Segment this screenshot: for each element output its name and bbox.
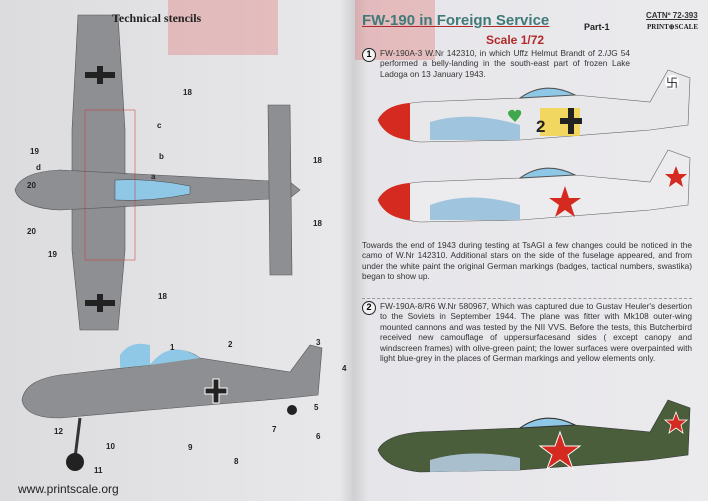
stencil-label: 6 [316, 432, 321, 441]
stencil-label: 18 [158, 292, 167, 301]
scheme-number-badge: 2 [362, 301, 376, 315]
profile-scheme-1: 2 卐 [377, 69, 691, 143]
profile-scheme-2 [377, 399, 691, 473]
scheme-2-description: FW-190A-8/R6 W.Nr 580967, Which was capt… [380, 301, 692, 364]
stencil-label: 2 [228, 340, 233, 349]
scale-label: Scale 1/72 [486, 33, 545, 47]
scheme-1-description: FW-190A-3 W.Nr 142310, in which Uffz Hel… [380, 48, 630, 79]
stencil-label: d [36, 163, 41, 172]
stencil-label: 4 [342, 364, 347, 373]
side-view-aircraft [21, 343, 323, 471]
stencil-label: a [151, 172, 156, 181]
stencil-label: 20 [27, 181, 36, 190]
stencil-label: 19 [30, 147, 39, 156]
balkenkreuz-top [85, 66, 115, 84]
part-label: Part-1 [584, 22, 610, 32]
stencil-label: c [157, 121, 162, 130]
profile-scheme-1-tsagi [377, 149, 691, 223]
divider [362, 298, 692, 299]
stencil-label: 3 [316, 338, 321, 347]
stencil-label: 1 [170, 343, 175, 352]
tsagi-note: Towards the end of 1943 during testing a… [362, 240, 692, 282]
stencil-label: 19 [48, 250, 57, 259]
stencil-label: 5 [314, 403, 319, 412]
stencil-label: b [159, 152, 164, 161]
stencils-title: Technical stencils [112, 11, 202, 25]
brand-logo: PRINT⊕SCALE [647, 23, 698, 31]
svg-text:卐: 卐 [666, 76, 678, 90]
stencil-label: 11 [94, 466, 103, 475]
top-view-aircraft [14, 14, 301, 331]
catalog-number: CATNº 72-393 [646, 11, 698, 20]
tactical-number: 2 [536, 117, 545, 136]
stencil-label: 9 [188, 443, 193, 452]
stencil-label: 12 [54, 427, 63, 436]
flag-watermark [168, 0, 435, 60]
stencil-label: 10 [106, 442, 115, 451]
stencil-label: 20 [27, 227, 36, 236]
stencil-label: 18 [313, 219, 322, 228]
stencil-label: 8 [234, 457, 239, 466]
stencil-label: 7 [272, 425, 277, 434]
sheet-title: FW-190 in Foreign Service [362, 12, 550, 29]
website-url[interactable]: www.printscale.org [18, 482, 119, 496]
stencil-label: 18 [313, 156, 322, 165]
scheme-number-badge: 1 [362, 48, 376, 62]
stencil-label: 18 [183, 88, 192, 97]
